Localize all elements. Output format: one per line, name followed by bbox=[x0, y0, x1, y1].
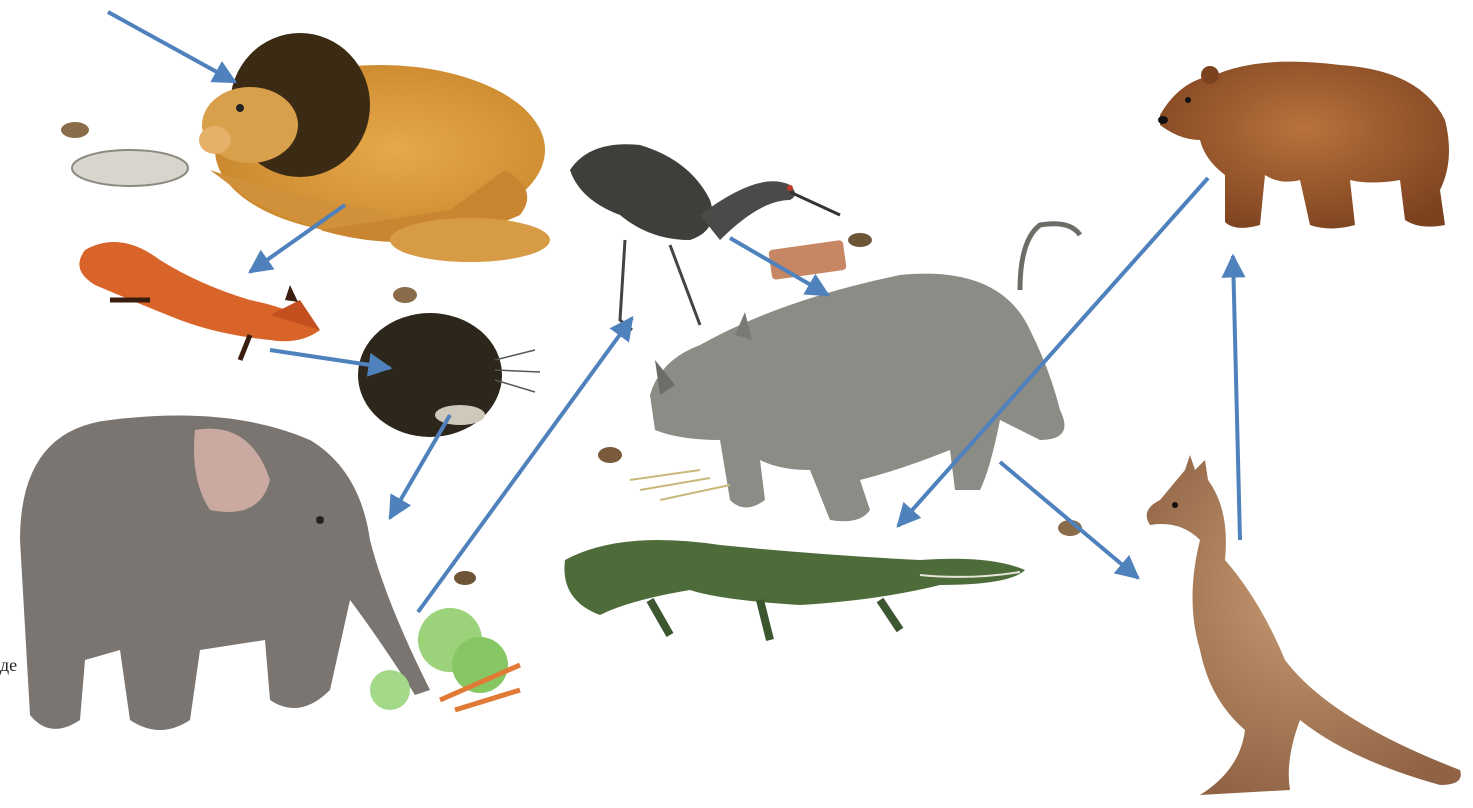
arrow-to-lion bbox=[108, 12, 235, 82]
fox-illustration bbox=[79, 242, 320, 360]
kangaroo-illustration bbox=[1147, 455, 1461, 795]
text-fragment: де bbox=[0, 655, 17, 676]
elephant-illustration bbox=[20, 416, 430, 731]
crocodile-illustration bbox=[564, 540, 1025, 640]
hay-illustration bbox=[630, 470, 730, 500]
arrow-rhinoceros-to-kangaroo bbox=[1000, 462, 1138, 578]
arrow-kangaroo-to-bear bbox=[1233, 256, 1240, 540]
box-illustration bbox=[768, 240, 846, 280]
bear-illustration bbox=[1158, 62, 1449, 229]
